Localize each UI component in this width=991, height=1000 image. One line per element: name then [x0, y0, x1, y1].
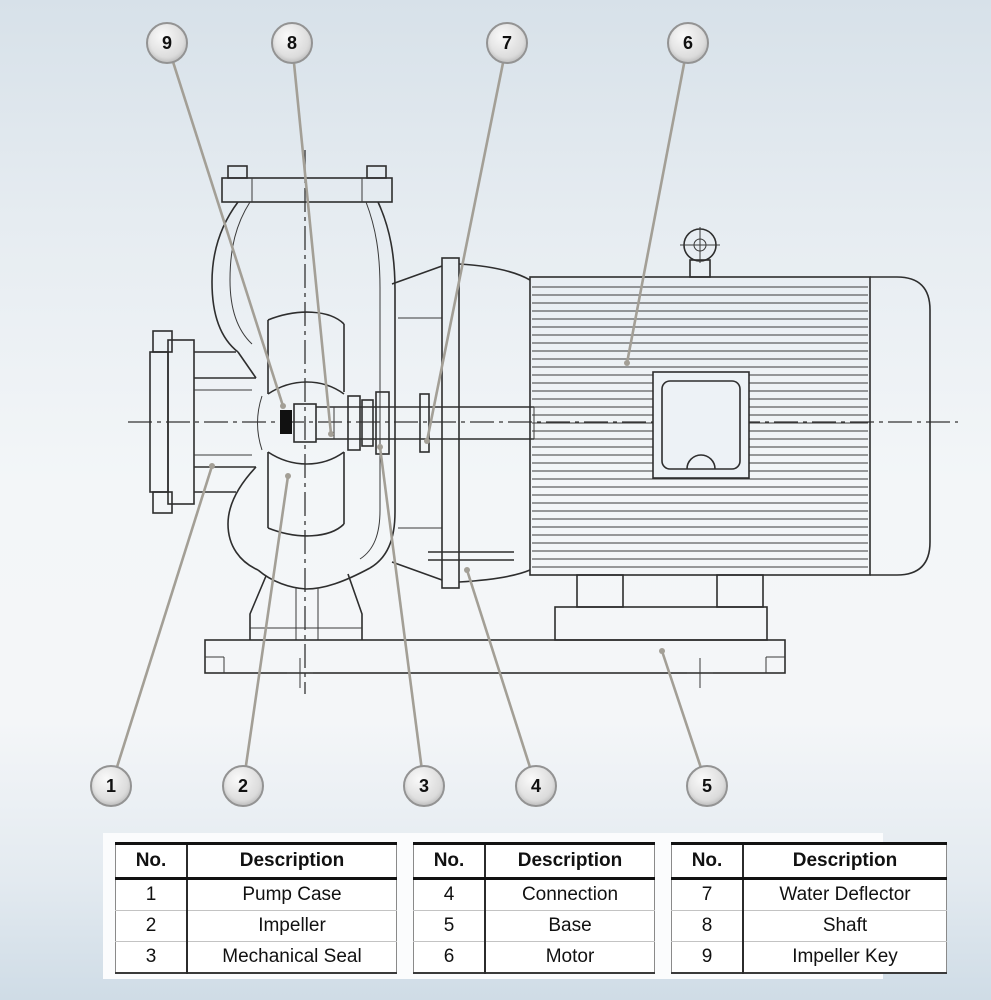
suction-flange-drawing: [149, 330, 256, 514]
table-row: 4 Connection: [413, 878, 655, 911]
mechanical-seal-drawing: [347, 391, 390, 455]
table-row: 2 Impeller: [115, 910, 397, 942]
callout-9: 9: [146, 22, 188, 64]
parts-table-4-6: No. Description 4 Connection 5 Base 6 Mo…: [413, 842, 655, 974]
callout-label: 3: [418, 775, 429, 796]
part-desc: Pump Case: [187, 878, 397, 911]
leader-line-6: [625, 42, 690, 364]
leader-lines: [109, 42, 709, 787]
callout-3: 3: [403, 765, 445, 807]
callout-2: 2: [222, 765, 264, 807]
table-row: 1 Pump Case: [115, 878, 397, 911]
table-row: 8 Shaft: [671, 910, 947, 942]
part-no: 3: [115, 941, 188, 973]
part-desc: Motor: [485, 941, 655, 973]
part-desc: Connection: [485, 878, 655, 911]
callout-label: 2: [237, 775, 248, 796]
callout-8: 8: [271, 22, 313, 64]
leader-line-8: [290, 42, 333, 435]
part-no: 6: [413, 941, 486, 973]
table-row: 9 Impeller Key: [671, 941, 947, 973]
motor-terminal-box: [652, 371, 750, 479]
part-desc: Water Deflector: [743, 878, 947, 911]
callout-6: 6: [667, 22, 709, 64]
part-desc: Base: [485, 910, 655, 942]
part-desc: Impeller Key: [743, 941, 947, 973]
callout-label: 5: [701, 775, 712, 796]
parts-table-7-9: No. Description 7 Water Deflector 8 Shaf…: [671, 842, 947, 974]
callout-5: 5: [686, 765, 728, 807]
water-deflector-drawing: [419, 393, 430, 453]
impeller-drawing: [257, 311, 345, 537]
table-row: 6 Motor: [413, 941, 655, 973]
callout-4: 4: [515, 765, 557, 807]
motor-drawing: [529, 227, 931, 576]
table-row: 3 Mechanical Seal: [115, 941, 397, 973]
part-no: 4: [413, 878, 486, 911]
header-no: No.: [115, 842, 188, 880]
impeller-key-drawing: [280, 410, 292, 434]
leader-line-5: [660, 650, 709, 787]
leader-line-2: [241, 475, 290, 787]
part-no: 7: [671, 878, 744, 911]
header-description: Description: [187, 842, 397, 880]
part-no: 8: [671, 910, 744, 942]
header-description: Description: [743, 842, 947, 880]
header-no: No.: [413, 842, 486, 880]
leader-line-9: [165, 42, 285, 407]
callout-label: 9: [161, 32, 172, 53]
part-no: 9: [671, 941, 744, 973]
part-desc: Mechanical Seal: [187, 941, 397, 973]
header-description: Description: [485, 842, 655, 880]
part-desc: Shaft: [743, 910, 947, 942]
leader-line-7: [425, 42, 509, 442]
table-row: 5 Base: [413, 910, 655, 942]
callout-7: 7: [486, 22, 528, 64]
part-no: 1: [115, 878, 188, 911]
leader-line-1: [109, 465, 214, 787]
parts-tables: No. Description 1 Pump Case 2 Impeller 3…: [115, 842, 947, 974]
part-no: 2: [115, 910, 188, 942]
callout-label: 7: [501, 32, 512, 53]
callout-1: 1: [90, 765, 132, 807]
header-no: No.: [671, 842, 744, 880]
connection-drawing: [391, 257, 531, 589]
table-row: 7 Water Deflector: [671, 878, 947, 911]
eye-bolt-icon: [680, 227, 720, 278]
pump-case-drawing: [211, 165, 396, 640]
part-no: 5: [413, 910, 486, 942]
part-desc: Impeller: [187, 910, 397, 942]
leader-line-4: [465, 569, 538, 787]
centerlines: [128, 150, 958, 694]
callout-label: 1: [105, 775, 116, 796]
callout-label: 8: [286, 32, 297, 53]
parts-table-1-3: No. Description 1 Pump Case 2 Impeller 3…: [115, 842, 397, 974]
callout-label: 6: [682, 32, 693, 53]
callout-label: 4: [530, 775, 541, 796]
leader-line-3: [378, 446, 426, 787]
base-drawing: [204, 574, 786, 688]
